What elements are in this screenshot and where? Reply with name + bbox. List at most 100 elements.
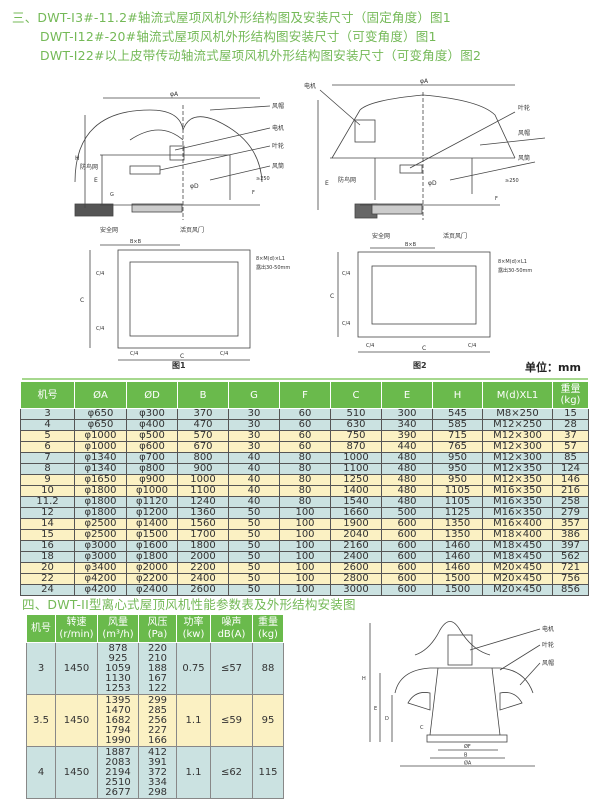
dim-C-horizontal: C xyxy=(422,345,426,352)
table-cell: M20×450 xyxy=(482,584,553,596)
power-cell: 1.1 xyxy=(176,694,211,747)
dim-F: F xyxy=(495,196,498,202)
table-cell: φ400 xyxy=(126,419,178,431)
pressure-value: 256 xyxy=(147,714,168,726)
table-cell: 30 xyxy=(228,408,280,420)
column-header: G xyxy=(228,381,280,409)
model-cell: 4 xyxy=(26,746,56,799)
label-fenghat: 风帽 xyxy=(272,102,284,110)
table-cell: 1700 xyxy=(177,529,229,541)
table-cell: φ800 xyxy=(126,463,178,475)
pressure-value: 285 xyxy=(147,704,168,716)
table-cell: 1460 xyxy=(432,551,483,563)
pressure-value: 188 xyxy=(147,662,168,674)
column-header: B xyxy=(177,381,229,409)
table-cell: 279 xyxy=(552,507,589,519)
table-cell: 630 xyxy=(330,419,382,431)
label-duct: 风筒 xyxy=(272,162,284,170)
column-header: ØD xyxy=(126,381,178,409)
table-cell: φ1000 xyxy=(74,430,127,442)
table-cell: 30 xyxy=(228,419,280,431)
table-cell: 8 xyxy=(20,463,75,475)
table-cell: 40 xyxy=(228,474,280,486)
flow-value: 1887 xyxy=(105,746,131,758)
table-cell: 100 xyxy=(279,507,331,519)
label-expose: 露出30-50mm xyxy=(256,264,290,271)
flow-value: 1682 xyxy=(105,714,131,726)
section-3-title-line1: 三、DWT-Ⅰ3#-11.2#轴流式屋项风机外形结构图及安装尺寸（固定角度）图1 xyxy=(12,10,451,25)
table-cell: 480 xyxy=(381,463,433,475)
dim-H: H xyxy=(362,676,366,682)
dim-phiA: φA xyxy=(170,91,179,98)
table-cell: M18×450 xyxy=(482,551,553,563)
dim-C: C xyxy=(420,725,424,731)
table-cell: 470 xyxy=(177,419,229,431)
table-cell: φ1500 xyxy=(126,529,178,541)
table-cell: 856 xyxy=(552,584,589,596)
table-cell: φ3000 xyxy=(74,540,127,552)
table-cell: 100 xyxy=(279,573,331,585)
table-cell: 2400 xyxy=(177,573,229,585)
table-cell: 80 xyxy=(279,474,331,486)
table-cell: 2160 xyxy=(330,540,382,552)
table-cell: 750 xyxy=(330,430,382,442)
table-cell: 124 xyxy=(552,463,589,475)
table-cell: 570 xyxy=(177,430,229,442)
column-header: 转速(r/min) xyxy=(55,614,98,643)
table-cell: 100 xyxy=(279,529,331,541)
table-cell: φ1000 xyxy=(126,485,178,497)
table-cell: 480 xyxy=(381,485,433,497)
pressure-value: 167 xyxy=(147,672,168,684)
dim-F: F xyxy=(252,190,255,196)
table-cell: 24 xyxy=(20,584,75,596)
table-cell: φ1200 xyxy=(126,507,178,519)
table-cell: φ600 xyxy=(126,441,178,453)
table-cell: 500 xyxy=(381,507,433,519)
table-cell: 40 xyxy=(228,496,280,508)
table-cell: 950 xyxy=(432,452,483,464)
table-cell: 1360 xyxy=(177,507,229,519)
table-cell: 1000 xyxy=(177,474,229,486)
label-safetynet: 安全网 xyxy=(100,226,118,234)
dim-phiF: ØF xyxy=(464,743,471,750)
table-cell: 50 xyxy=(228,518,280,530)
power-cell: 1.1 xyxy=(176,746,211,799)
column-header: 重量(kg) xyxy=(252,614,284,643)
table-cell: M12×300 xyxy=(482,441,553,453)
table-cell: M18×400 xyxy=(482,529,553,541)
table-cell: φ4200 xyxy=(74,573,127,585)
table-cell: M12×350 xyxy=(482,474,553,486)
table-cell: 2600 xyxy=(330,562,382,574)
table-cell: 1660 xyxy=(330,507,382,519)
table-cell: 50 xyxy=(228,540,280,552)
table-cell: 11.2 xyxy=(20,496,75,508)
table-cell: φ650 xyxy=(74,408,127,420)
table-cell: 545 xyxy=(432,408,483,420)
table-cell: 510 xyxy=(330,408,382,420)
table-cell: 480 xyxy=(381,474,433,486)
flow-value: 1794 xyxy=(105,724,131,736)
table-cell: 670 xyxy=(177,441,229,453)
table-cell: 3 xyxy=(20,408,75,420)
table-cell: φ2000 xyxy=(126,562,178,574)
flow-value: 1470 xyxy=(105,704,131,716)
label-birdnet: 防鸟网 xyxy=(80,163,98,171)
table-cell: 440 xyxy=(381,441,433,453)
table-cell: 562 xyxy=(552,551,589,563)
table-cell: 1900 xyxy=(330,518,382,530)
label-damper: 活页风门 xyxy=(443,232,467,240)
table-cell: 60 xyxy=(279,408,331,420)
dim-C4-left: C/4 xyxy=(366,343,374,349)
